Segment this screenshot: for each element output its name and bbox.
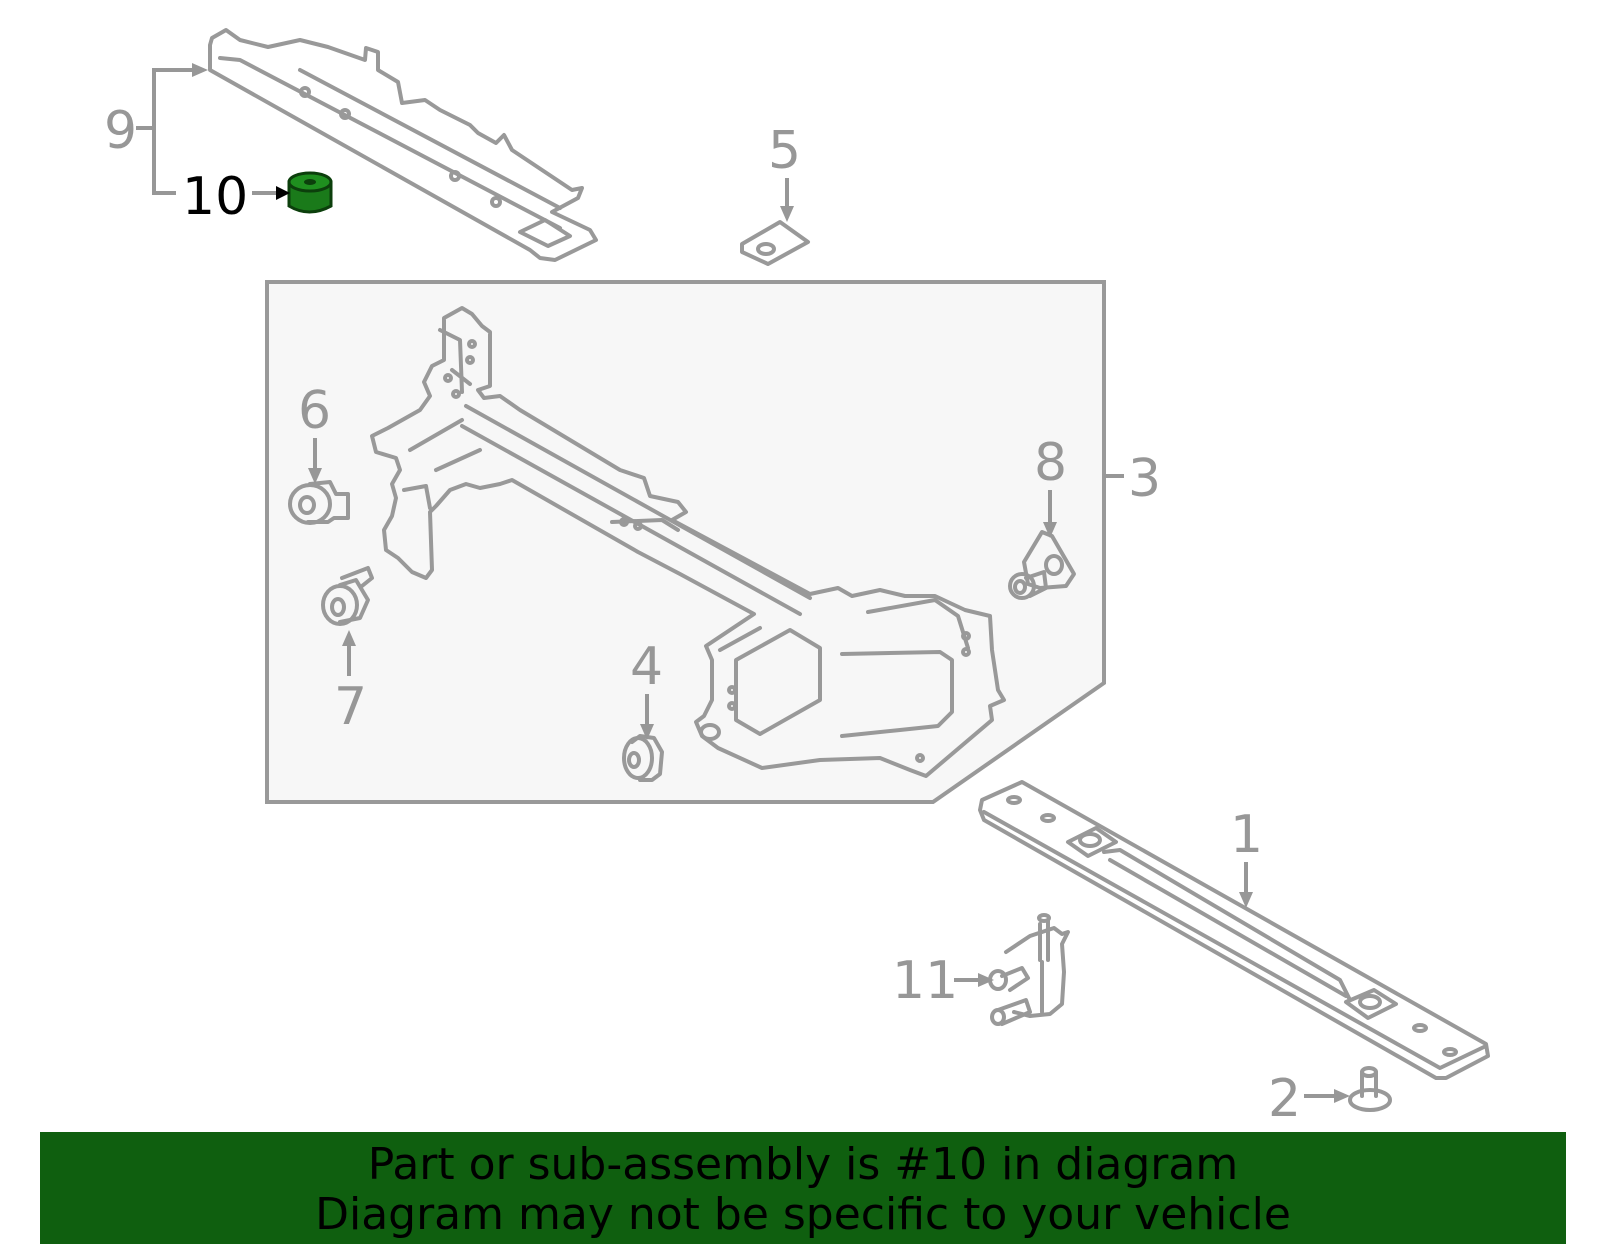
- part-3-radiator-support[interactable]: [370, 306, 1006, 778]
- leader-9: [136, 63, 208, 195]
- leader-8: [1043, 490, 1057, 538]
- leader-4: [640, 694, 654, 740]
- callout-9: 9: [104, 101, 137, 161]
- leader-6: [308, 438, 322, 484]
- callout-8: 8: [1034, 433, 1067, 493]
- leader-10: [252, 186, 290, 200]
- leader-7: [342, 630, 356, 676]
- banner-line-2: Diagram may not be specific to your vehi…: [315, 1189, 1291, 1240]
- part-2-bolt[interactable]: [1348, 1066, 1392, 1112]
- callout-5: 5: [768, 121, 801, 181]
- callout-2: 2: [1268, 1069, 1301, 1129]
- part-6-grommet[interactable]: [288, 480, 350, 525]
- part-1-tie-bar[interactable]: [978, 780, 1490, 1080]
- part-5-bracket[interactable]: [740, 220, 810, 266]
- callout-1: 1: [1230, 805, 1263, 865]
- part-11-sensor[interactable]: [988, 913, 1070, 1026]
- part-7-grommet[interactable]: [321, 566, 374, 626]
- part-4-nut[interactable]: [622, 734, 664, 782]
- banner-line-1: Part or sub-assembly is #10 in diagram: [367, 1139, 1239, 1190]
- info-banner: Part or sub-assembly is #10 in diagram D…: [40, 1132, 1566, 1244]
- callout-7: 7: [334, 677, 367, 737]
- assembly-3-box: [265, 280, 1106, 804]
- callout-3: 3: [1128, 449, 1161, 509]
- callout-4: 4: [630, 637, 663, 697]
- callout-11: 11: [892, 951, 958, 1011]
- part-10-nut[interactable]: [287, 171, 333, 214]
- leader-1: [1239, 862, 1253, 908]
- part-9-shield[interactable]: [208, 28, 598, 262]
- leader-5: [780, 178, 794, 222]
- callout-6: 6: [298, 381, 331, 441]
- callout-10[interactable]: 10: [182, 167, 248, 227]
- leader-2: [1304, 1089, 1350, 1103]
- leader-11: [954, 973, 994, 987]
- part-8-clip[interactable]: [1008, 530, 1076, 600]
